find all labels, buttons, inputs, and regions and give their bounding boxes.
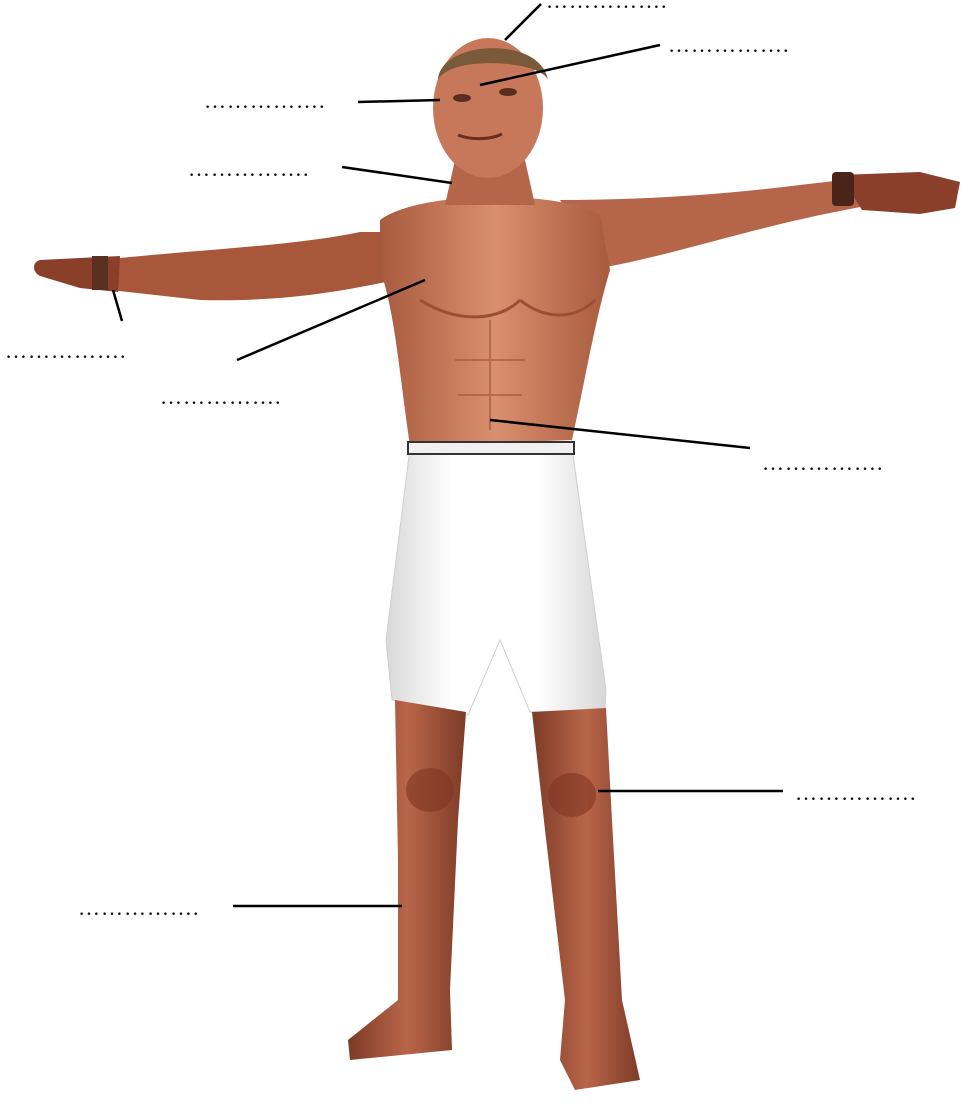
torso	[380, 197, 610, 446]
right-eye	[499, 88, 517, 96]
label-blank-knee[interactable]: …………….	[795, 782, 917, 804]
label-blank-wrist[interactable]: …………….	[5, 340, 127, 362]
label-blank-shin[interactable]: …………….	[78, 897, 200, 919]
label-blank-eye[interactable]: …………….	[204, 90, 326, 112]
leader-line-wrist	[113, 290, 122, 321]
label-blank-chest[interactable]: …………….	[160, 386, 282, 408]
waistband	[408, 442, 574, 454]
right-leg	[532, 708, 640, 1090]
right-hand	[840, 172, 960, 214]
leader-line-eye	[358, 100, 440, 102]
shorts	[386, 448, 606, 715]
leader-line-head-top	[505, 4, 541, 40]
right-wristband	[832, 172, 854, 206]
left-eye	[453, 94, 471, 102]
left-wristband	[92, 256, 108, 290]
label-blank-head-top[interactable]: …………….	[546, 0, 668, 12]
left-leg	[348, 700, 466, 1060]
label-blank-neck[interactable]: …………….	[188, 158, 310, 180]
right-kneecap	[548, 773, 596, 817]
label-blank-hair[interactable]: …………….	[668, 34, 790, 56]
label-blank-abdomen[interactable]: …………….	[762, 452, 884, 474]
leader-line-neck	[342, 167, 452, 183]
left-kneecap	[406, 768, 454, 812]
